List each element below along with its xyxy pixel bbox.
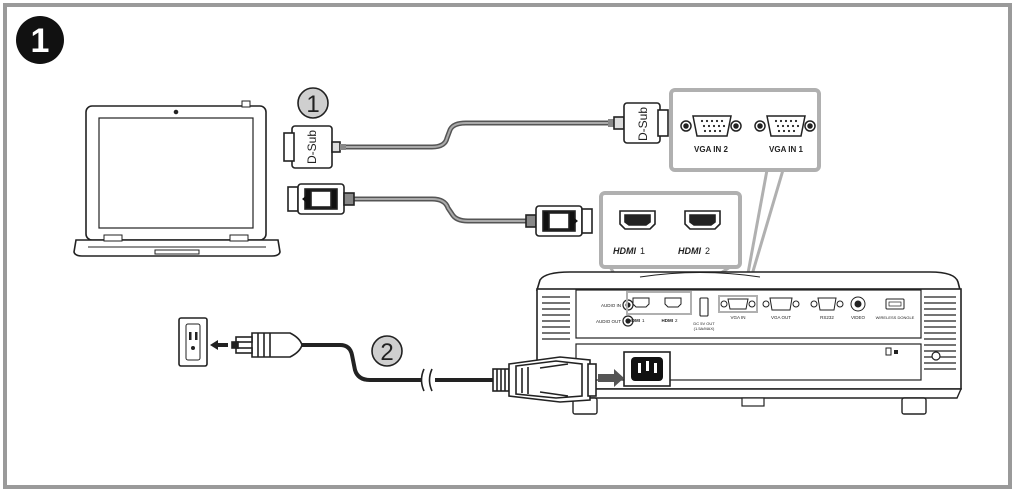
inlet-arrow-icon (598, 369, 624, 387)
panel-hdmi-1-num: 1 (642, 318, 645, 323)
plug-arrow-icon (210, 340, 228, 350)
hdmi-laptop-connector (287, 183, 355, 215)
wireless-dongle-label: WIRELESS DONGLE (876, 315, 915, 320)
video-label: VIDEO (851, 315, 866, 320)
dsub-projector-label: D-Sub (636, 107, 650, 141)
hdmi-2-logo: HDMI (678, 246, 701, 256)
vga-in-1-port (754, 115, 816, 137)
dsub-cable-line (345, 120, 610, 150)
power-cable (302, 343, 500, 392)
power-plug (231, 332, 303, 358)
hdmi-projector-connector (525, 205, 593, 237)
projector: AUDIO IN AUDIO OUT HDMI 1 HDMI 2 DC 5V O… (535, 271, 963, 415)
panel-hdmi-1-logo: HDMI (629, 318, 641, 323)
dsub-laptop-connector (283, 125, 346, 169)
audio-in-label: AUDIO IN (601, 303, 621, 308)
ac-connector (492, 356, 597, 403)
power-inlet: ~ (623, 351, 671, 397)
vga-in-panel-label: VGA IN (730, 315, 745, 320)
callout-video: 1 (297, 87, 329, 119)
dsub-projector-connector (608, 102, 669, 144)
wall-outlet (178, 317, 208, 367)
vga-in-2-label: VGA IN 2 (694, 145, 728, 154)
vga-out-label: VGA OUT (771, 315, 791, 320)
hdmi-zoom-box: HDMI 1 HDMI 2 (599, 191, 742, 269)
step-number: 1 (31, 22, 50, 60)
kensington-lock-icon (885, 347, 898, 356)
panel-hdmi-2-num: 2 (675, 318, 678, 323)
dc-out-label: DC 5V OUT (693, 321, 715, 326)
hdmi-1-number: 1 (640, 246, 645, 256)
panel-hdmi-2-logo: HDMI (662, 318, 674, 323)
vga-zoom-box: VGA IN 2 VGA IN 1 (669, 88, 821, 172)
dsub-laptop-label: D-Sub (305, 130, 319, 164)
outer-frame (3, 3, 1012, 489)
step-badge: 1 (16, 16, 64, 64)
audio-out-label: AUDIO OUT (596, 319, 621, 324)
projector-vent-right (924, 296, 956, 370)
hdmi-2-port (684, 210, 721, 230)
hdmi-2-number: 2 (705, 246, 710, 256)
callout-power-number: 2 (380, 339, 393, 366)
hdmi-cable (287, 183, 593, 237)
callout-video-number: 1 (306, 91, 319, 118)
callout-power: 2 (371, 335, 403, 367)
hdmi-1-logo: HDMI (613, 246, 636, 256)
projector-foot-right (901, 397, 927, 415)
vga-in-2-port (680, 115, 742, 137)
dsub-cable: D-Sub D-Sub (283, 102, 669, 169)
projector-vent-left (542, 296, 570, 340)
hdmi-1-port (619, 210, 656, 230)
laptop (73, 100, 281, 257)
rs232-label: RS232 (820, 315, 834, 320)
vga-in-1-label: VGA IN 1 (769, 145, 803, 154)
dc-out-sub-label: (1.5A/MAX) (694, 326, 715, 331)
